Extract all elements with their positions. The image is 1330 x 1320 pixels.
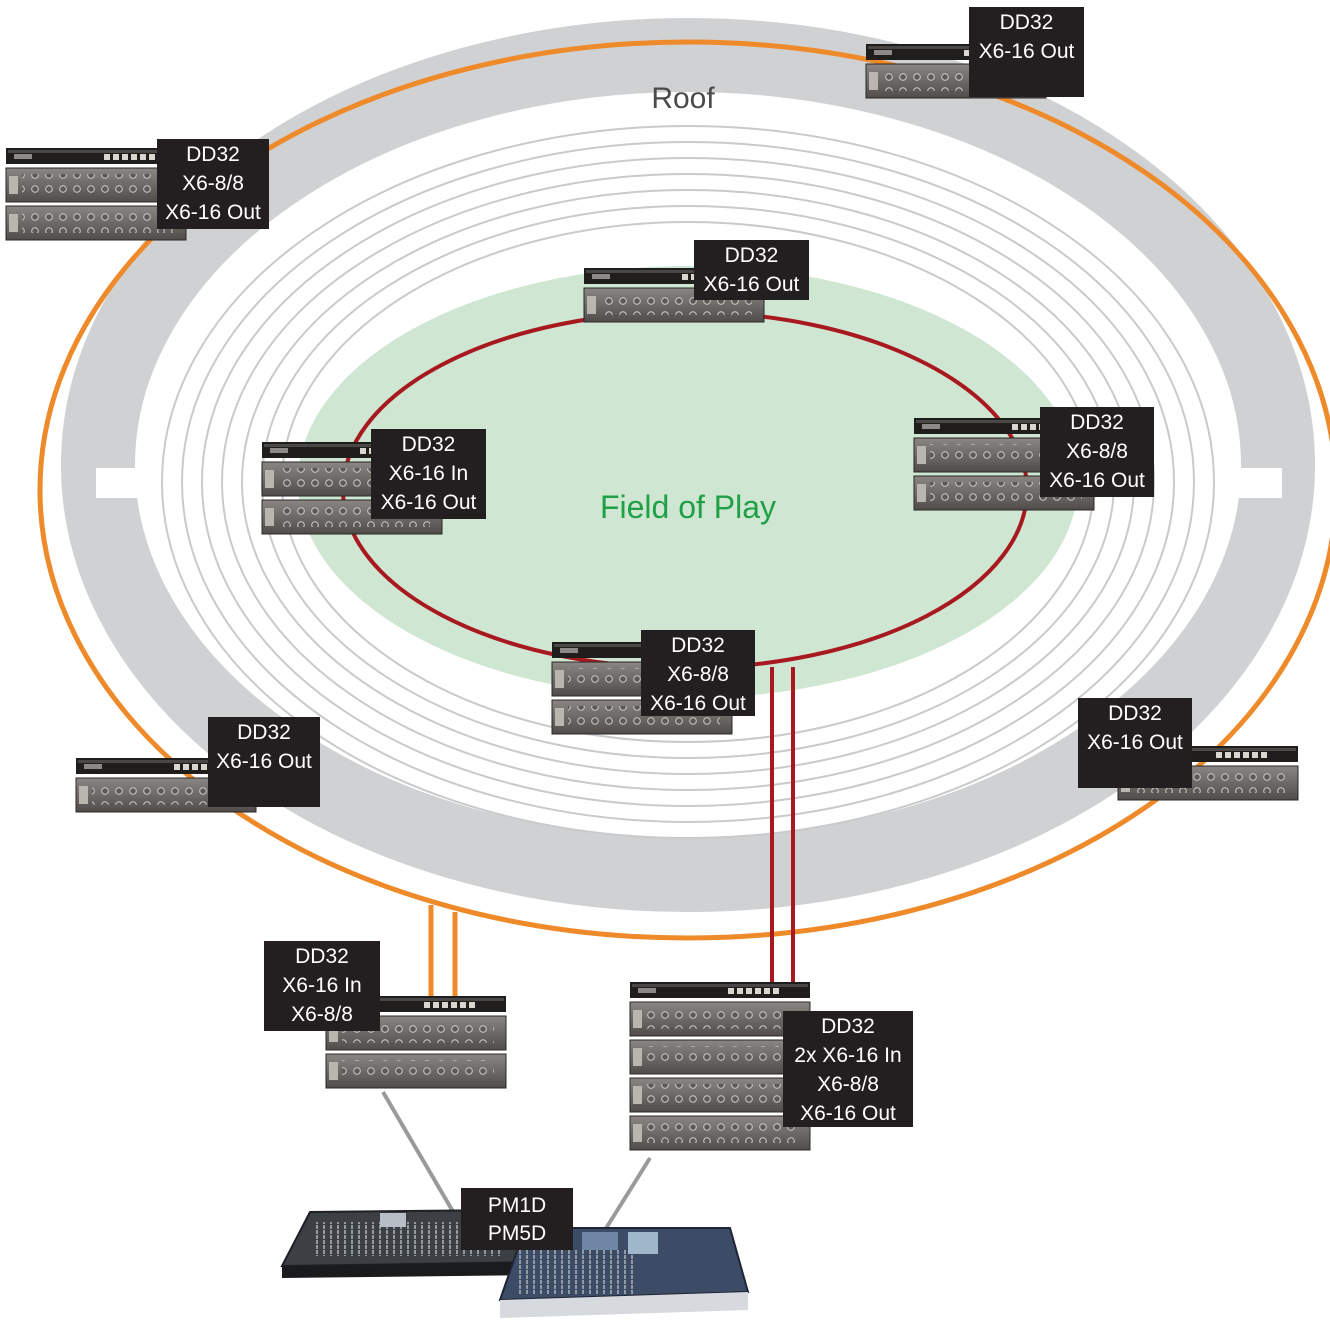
- dd32-unit: [630, 982, 810, 998]
- unit-label-line: X6-16 Out: [704, 273, 800, 296]
- unit-label-line: DD32: [1070, 411, 1124, 434]
- x6-breakout-unit: [629, 1039, 811, 1075]
- field-of-play-label: Field of Play: [600, 489, 776, 525]
- x6-breakout-unit: [629, 1115, 811, 1151]
- unit-label-line: X6-8/8: [291, 1003, 353, 1026]
- unit-label-line: X6-16 Out: [1049, 469, 1145, 492]
- mixing-consoles: PM1D PM5D: [280, 1188, 750, 1318]
- unit-label-line: X6-16 Out: [1087, 731, 1183, 754]
- unit-label-line: 2x X6-16 In: [794, 1044, 901, 1067]
- dd32-unit: [6, 148, 186, 164]
- unit-label-line: X6-8/8: [817, 1073, 879, 1096]
- console-label-line-1: PM1D: [488, 1194, 546, 1217]
- unit-label-line: DD32: [821, 1015, 875, 1038]
- unit-label-foh-main: DD32 2x X6-16 In X6-8/8X6-16 Out: [783, 1011, 913, 1127]
- unit-label-line: DD32: [237, 721, 291, 744]
- x6-breakout-unit: [629, 1077, 811, 1113]
- field-of-play: [298, 266, 1078, 698]
- device-stack-foh-main: DD32 2x X6-16 In X6-8/8X6-16 Out: [629, 982, 913, 1151]
- unit-label-line: DD32: [402, 433, 456, 456]
- unit-label-line: X6-16 Out: [216, 750, 312, 773]
- unit-label-line: X6-16 Out: [165, 201, 261, 224]
- unit-label-line: X6-8/8: [182, 172, 244, 195]
- console-label-line-2: PM5D: [488, 1222, 546, 1245]
- x6-breakout-unit: [551, 699, 733, 735]
- unit-label-line: DD32: [1108, 702, 1162, 725]
- unit-label-line: X6-16 In: [389, 462, 468, 485]
- unit-label-line: DD32: [295, 945, 349, 968]
- x6-breakout-unit: [325, 1053, 507, 1089]
- x6-breakout-unit: [5, 205, 187, 241]
- unit-label-line: X6-16 Out: [800, 1102, 896, 1125]
- console-label-box: PM1D PM5D: [461, 1188, 573, 1250]
- outer-fiber-loop: [37, 39, 1330, 998]
- unit-label-line: X6-16 Out: [979, 40, 1075, 63]
- unit-label-line: X6-16 Out: [381, 491, 477, 514]
- console-links: [381, 1090, 652, 1240]
- unit-label-line: X6-16 Out: [650, 692, 746, 715]
- unit-label-line: X6-8/8: [1066, 440, 1128, 463]
- unit-label-line: DD32: [725, 244, 779, 267]
- unit-label-line: X6-16 In: [282, 974, 361, 997]
- x6-breakout-unit: [5, 167, 187, 203]
- x6-breakout-unit: [629, 1001, 811, 1037]
- unit-label-line: DD32: [186, 143, 240, 166]
- unit-label-line: DD32: [671, 634, 725, 657]
- unit-label-line: X6-8/8: [667, 663, 729, 686]
- unit-label-line: DD32: [1000, 11, 1054, 34]
- roof-label: Roof: [651, 82, 715, 115]
